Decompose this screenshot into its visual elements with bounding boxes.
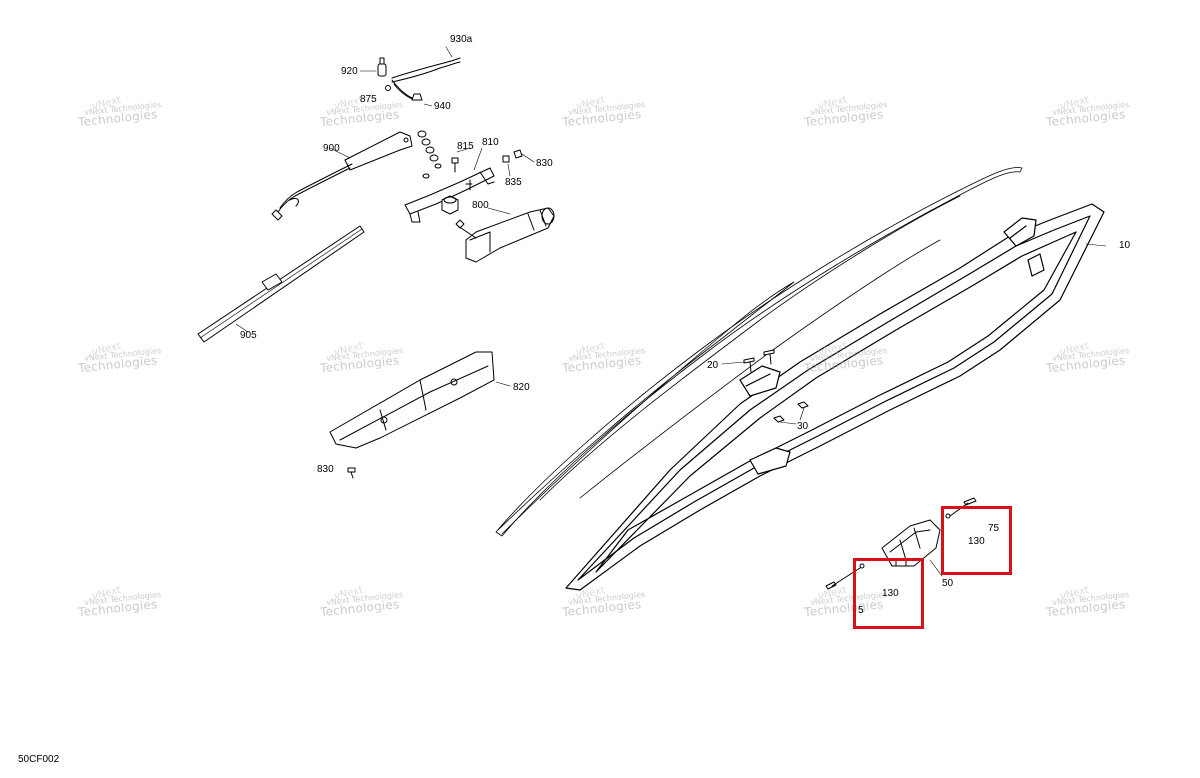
callout-940[interactable]: 940 (434, 101, 451, 112)
diagram-code: 50CF002 (18, 754, 60, 765)
callout-800[interactable]: 800 (472, 200, 489, 211)
part-905-wiper-blade (197, 225, 365, 343)
part-800-motor (441, 195, 555, 263)
callout-20[interactable]: 20 (707, 360, 719, 371)
callout-900[interactable]: 900 (323, 143, 340, 154)
callout-920[interactable]: 920 (341, 66, 358, 77)
part-830-835 (502, 149, 535, 177)
callout-835[interactable]: 835 (505, 177, 522, 188)
part-830-screw (347, 467, 356, 479)
part-920 (359, 57, 387, 77)
callout-830-bottom[interactable]: 830 (317, 464, 334, 475)
callout-810[interactable]: 810 (482, 137, 499, 148)
callout-130-left[interactable]: 130 (882, 588, 899, 599)
callout-75[interactable]: 75 (988, 523, 1000, 534)
callout-10[interactable]: 10 (1119, 240, 1131, 251)
part-810-bracket (404, 147, 495, 223)
callout-930a[interactable]: 930a (450, 34, 473, 45)
part-820-cover (329, 351, 511, 449)
callout-830-top[interactable]: 830 (536, 158, 553, 169)
callout-905[interactable]: 905 (240, 330, 257, 341)
callout-30[interactable]: 30 (797, 421, 809, 432)
part-930a (391, 46, 461, 101)
callout-875[interactable]: 875 (360, 94, 377, 105)
callout-5[interactable]: 5 (858, 605, 864, 616)
part-20-bolts (721, 349, 775, 373)
callout-815[interactable]: 815 (457, 141, 474, 152)
part-875 (385, 85, 391, 91)
part-815 (451, 147, 471, 173)
callout-50[interactable]: 50 (942, 578, 954, 589)
callout-130-right[interactable]: 130 (968, 536, 985, 547)
highlight-box-130-5 (853, 558, 924, 629)
callout-820[interactable]: 820 (513, 382, 530, 393)
part-10-windshield-frame (565, 203, 1107, 591)
part-30-nuts (773, 401, 809, 425)
part-springs (417, 130, 442, 179)
part-940 (411, 93, 433, 107)
part-75-bolt (945, 497, 977, 519)
part-900-wiper-arm (271, 131, 413, 221)
highlight-box-75-130 (941, 506, 1012, 575)
